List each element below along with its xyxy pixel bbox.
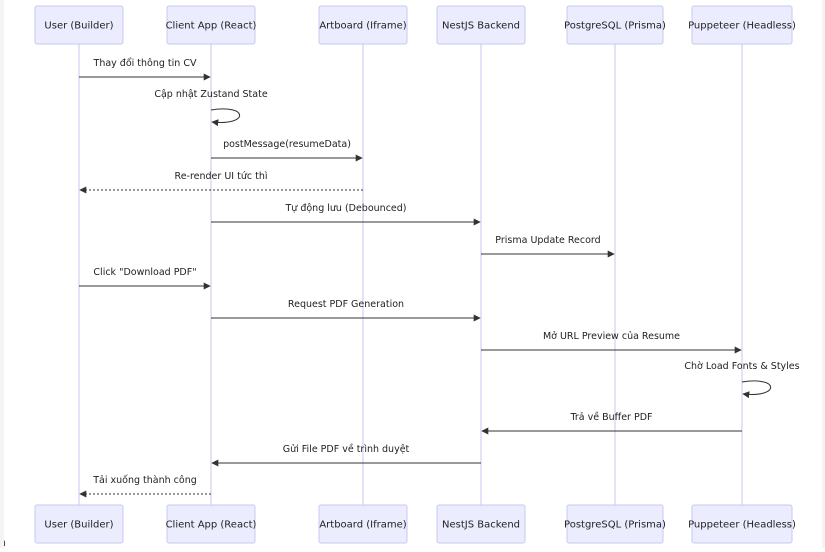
- actor-label: Client App (React): [166, 21, 257, 32]
- actor-label: Artboard (Iframe): [319, 520, 406, 531]
- actor-label: NestJS Backend: [442, 21, 520, 32]
- actor-box: [566, 504, 664, 544]
- right-window-edge: [822, 0, 825, 548]
- actor-box: [436, 5, 526, 45]
- message-10: Trả về Buffer PDF: [481, 412, 742, 435]
- message-3: Re-render UI tức thì: [79, 171, 363, 194]
- message-0: Thay đổi thông tin CV: [79, 58, 211, 81]
- message-5: Prisma Update Record: [481, 235, 615, 258]
- actor-box: [34, 504, 124, 544]
- message-7: Request PDF Generation: [211, 299, 481, 322]
- actor-label: Client App (React): [166, 520, 257, 531]
- actor-box: [166, 5, 256, 45]
- self-loop-arrow: [210, 108, 241, 127]
- actor-client-bottom: Client App (React): [166, 504, 257, 544]
- message-9: Chờ Load Fonts & Styles: [684, 361, 800, 399]
- message-label: Tự động lưu (Debounced): [284, 203, 406, 214]
- actor-label: Puppeteer (Headless): [688, 520, 796, 531]
- message-12: Tải xuống thành công: [79, 475, 211, 498]
- actor-label: NestJS Backend: [442, 520, 520, 531]
- message-label: Prisma Update Record: [495, 235, 600, 246]
- message-label: Gửi File PDF về trình duyệt: [283, 444, 410, 455]
- actor-pup-bottom: Puppeteer (Headless): [688, 504, 796, 544]
- message-1: Cập nhật Zustand State: [154, 89, 268, 127]
- actor-box: [318, 504, 408, 544]
- actor-box: [566, 5, 664, 45]
- message-label: Click "Download PDF": [93, 267, 196, 278]
- actor-nest-top: NestJS Backend: [436, 5, 526, 45]
- message-2: postMessage(resumeData): [211, 139, 363, 162]
- actor-box: [691, 504, 793, 544]
- actor-pup-top: Puppeteer (Headless): [688, 5, 796, 45]
- message-label: postMessage(resumeData): [223, 139, 351, 150]
- actor-user-bottom: User (Builder): [34, 504, 124, 544]
- actor-box: [436, 504, 526, 544]
- message-11: Gửi File PDF về trình duyệt: [211, 444, 481, 467]
- message-label: Re-render UI tức thì: [175, 171, 268, 182]
- actor-label: User (Builder): [44, 21, 113, 32]
- actor-label: User (Builder): [44, 520, 113, 531]
- message-label: Trả về Buffer PDF: [569, 412, 652, 423]
- message-label: Chờ Load Fonts & Styles: [684, 361, 799, 372]
- message-4: Tự động lưu (Debounced): [211, 203, 481, 226]
- message-label: Request PDF Generation: [288, 299, 404, 310]
- actor-label: Puppeteer (Headless): [688, 21, 796, 32]
- actor-nest-bottom: NestJS Backend: [436, 504, 526, 544]
- actor-pg-bottom: PostgreSQL (Prisma): [564, 504, 666, 544]
- message-label: Tải xuống thành công: [92, 475, 197, 486]
- message-8: Mở URL Preview của Resume: [481, 331, 742, 354]
- actor-client-top: Client App (React): [166, 5, 257, 45]
- actor-box: [34, 5, 124, 45]
- actor-label: PostgreSQL (Prisma): [564, 21, 666, 32]
- actor-label: Artboard (Iframe): [319, 21, 406, 32]
- message-label: Cập nhật Zustand State: [154, 89, 268, 100]
- left-window-edge: [0, 0, 4, 548]
- actor-artboard-top: Artboard (Iframe): [318, 5, 408, 45]
- self-loop-arrow: [741, 380, 772, 399]
- message-6: Click "Download PDF": [79, 267, 211, 290]
- message-label: Thay đổi thông tin CV: [93, 58, 197, 69]
- actor-box: [691, 5, 793, 45]
- actor-box: [166, 504, 256, 544]
- actor-box: [318, 5, 408, 45]
- actor-user-top: User (Builder): [34, 5, 124, 45]
- actor-pg-top: PostgreSQL (Prisma): [564, 5, 666, 45]
- actor-artboard-bottom: Artboard (Iframe): [318, 504, 408, 544]
- message-label: Mở URL Preview của Resume: [543, 331, 680, 342]
- actor-label: PostgreSQL (Prisma): [564, 520, 666, 531]
